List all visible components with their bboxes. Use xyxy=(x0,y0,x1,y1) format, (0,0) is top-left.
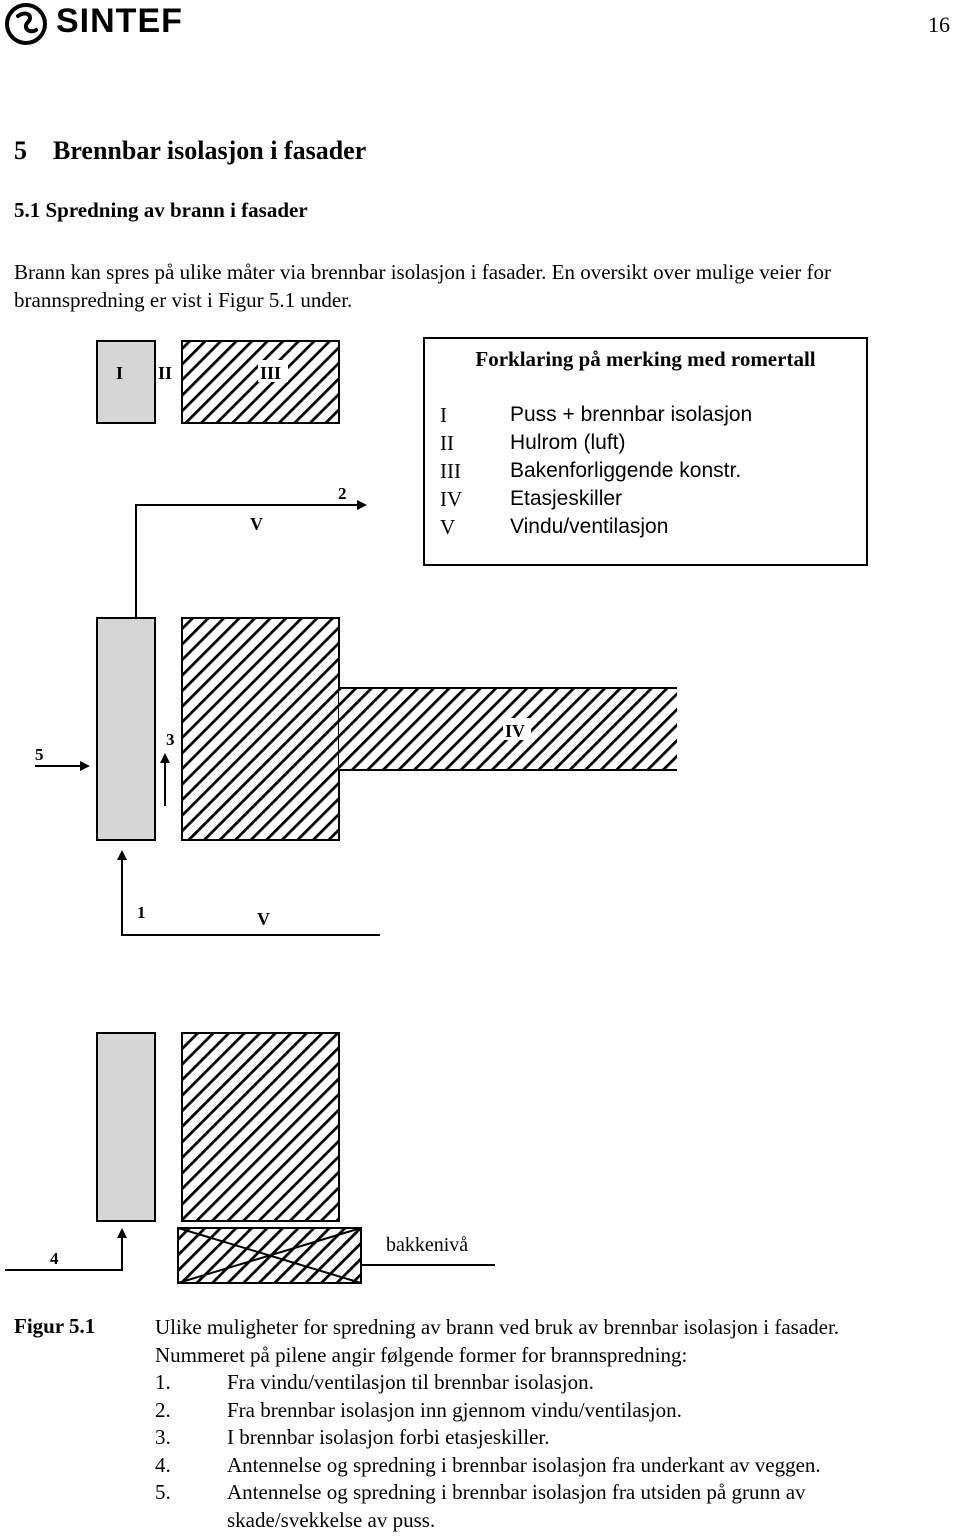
arrow-1-line xyxy=(117,850,380,936)
caption-item: 1. Fra vindu/ventilasjon til brennbar iso… xyxy=(155,1369,955,1397)
label-IV: IV xyxy=(505,721,525,741)
label-I: I xyxy=(116,363,123,383)
caption-item: 2. Fra brennbar isolasjon inn gjennom vin… xyxy=(155,1397,955,1425)
caption-item-number: 2. xyxy=(155,1397,171,1422)
label-II: II xyxy=(158,363,172,383)
label-3: 3 xyxy=(166,730,175,749)
label-V-top: V xyxy=(250,514,263,534)
label-V-middle: V xyxy=(257,909,270,929)
legend-desc: Etasjeskiller xyxy=(510,487,623,510)
caption-line: Nummeret på pilene angir følgende former… xyxy=(155,1342,688,1367)
caption-item-text: Antennelse og spredning i brennbar isola… xyxy=(227,1480,806,1504)
intro-paragraph: Brann kan spres på ulike måter via brenn… xyxy=(14,258,960,314)
caption-item-text: Fra vindu/ventilasjon til brennbar isola… xyxy=(227,1370,594,1394)
legend-title: Forklaring på merking med romertall xyxy=(475,347,816,371)
section-heading: 5 Brennbar isolasjon i fasader xyxy=(14,136,367,165)
insulation-wall-top xyxy=(96,340,156,424)
caption-item-continuation: skade/svekkelse av puss. xyxy=(155,1507,955,1535)
label-5: 5 xyxy=(35,745,44,764)
legend-desc: Vindu/ventilasjon xyxy=(510,515,669,538)
caption-item: 4. Antennelse og spredning i brennbar iso… xyxy=(155,1452,955,1480)
label-1: 1 xyxy=(137,903,146,922)
legend-num: II xyxy=(440,431,454,455)
legend-desc: Puss + brennbar isolasjon xyxy=(510,403,753,426)
label-2: 2 xyxy=(338,484,347,503)
caption-line: Ulike muligheter for spredning av brann … xyxy=(155,1315,840,1339)
legend-num: I xyxy=(440,403,447,427)
construction-hatch-bottom xyxy=(181,1032,340,1222)
arrow-2-line xyxy=(135,500,367,618)
page-number: 16 xyxy=(928,12,950,37)
paragraph-line: brannspredning er vist i Figur 5.1 under… xyxy=(14,288,353,312)
caption-item-text: skade/svekkelse av puss. xyxy=(227,1507,436,1532)
figure-caption-label: Figur 5.1 xyxy=(14,1314,96,1338)
caption-item-number: 4. xyxy=(155,1452,171,1477)
facade-diagram: I II III V 2 IV 5 3 1 V 4 bakkenivå xyxy=(5,340,677,1284)
caption-item-text: I brennbar isolasjon forbi etasjeskiller… xyxy=(227,1425,550,1449)
construction-hatch-middle xyxy=(181,617,340,841)
caption-item-text: Antennelse og spredning i brennbar isola… xyxy=(227,1452,821,1477)
legend-desc: Bakenforliggende konstr. xyxy=(510,459,742,482)
logo-wordmark: SINTEF xyxy=(56,2,183,40)
caption-item-number: 3. xyxy=(155,1425,171,1449)
caption-item: 5. Antennelse og spredning i brennbar iso… xyxy=(155,1479,955,1507)
arrow-4-line xyxy=(5,1228,127,1271)
paragraph-line: Brann kan spres på ulike måter via brenn… xyxy=(14,260,831,284)
legend-num: III xyxy=(440,459,461,483)
caption-item-text: Fra brennbar isolasjon inn gjennom vindu… xyxy=(227,1397,682,1422)
sintef-logo-icon xyxy=(5,3,47,45)
caption-item-number: 1. xyxy=(155,1370,171,1394)
label-4: 4 xyxy=(50,1249,59,1268)
insulation-wall-bottom xyxy=(96,1032,156,1222)
label-III: III xyxy=(260,363,281,383)
legend-box: Forklaring på merking med romertall I Pu… xyxy=(423,337,868,566)
subsection-heading: 5.1 Spredning av brann i fasader xyxy=(14,198,308,222)
figure-caption: Ulike muligheter for spredning av brann … xyxy=(155,1314,955,1534)
legend-num: V xyxy=(440,515,456,539)
caption-item-number: 5. xyxy=(155,1480,171,1504)
insulation-wall-middle xyxy=(96,617,156,841)
legend-desc: Hulrom (luft) xyxy=(510,431,626,454)
legend-num: IV xyxy=(440,487,463,511)
caption-item: 3. I brennbar isolasjon forbi etasjeskill… xyxy=(155,1424,955,1452)
ground-label: bakkenivå xyxy=(386,1234,468,1256)
